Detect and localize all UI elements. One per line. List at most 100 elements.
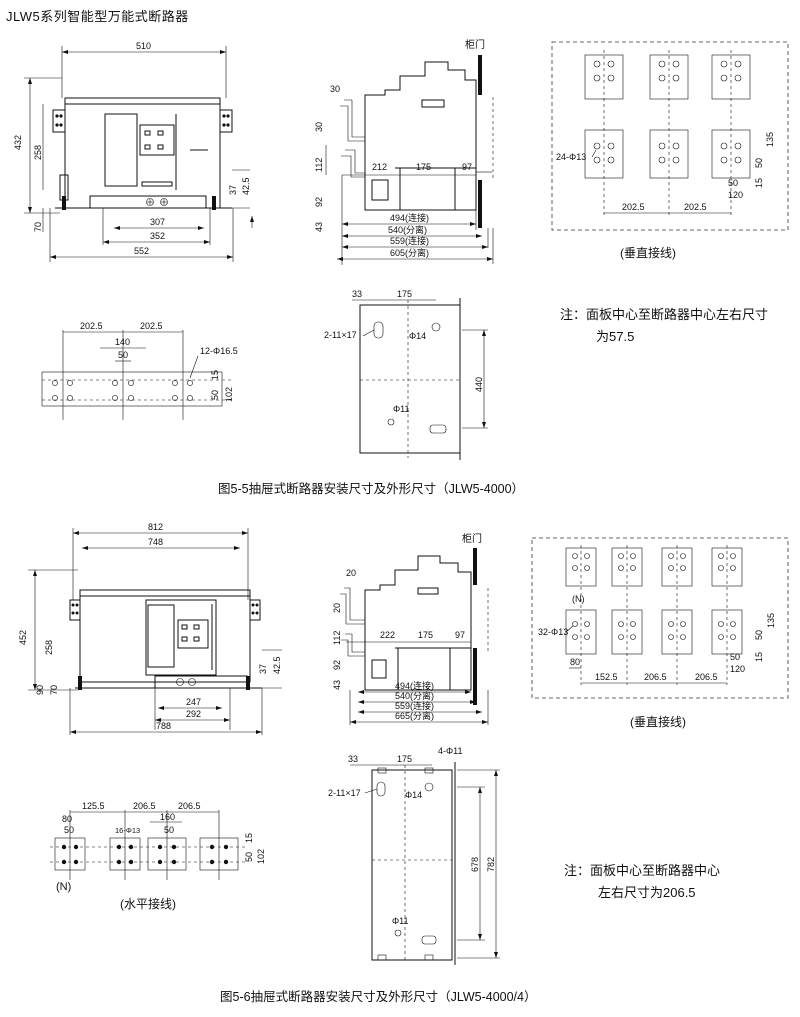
fig2-dim-70: 70 bbox=[49, 685, 59, 695]
fig1-side-dim-559: 559(连接) bbox=[390, 235, 429, 246]
fig2-side-dim-20a: 20 bbox=[346, 568, 356, 578]
fig1-horizontal-wiring: 202.5 202.5 140 50 12-Φ16.5 15 50 102 bbox=[41, 321, 238, 420]
fig1-vert-dim-120: 120 bbox=[728, 190, 743, 200]
fig2-side-dim-540: 540(分离) bbox=[395, 690, 434, 701]
fig2-vert-dim-120: 120 bbox=[730, 664, 745, 674]
fig1-side-dim-30b: 30 bbox=[314, 122, 324, 132]
fig2-note-line2: 左右尺寸为206.5 bbox=[598, 885, 696, 900]
fig2-horiz-dim-50a: 50 bbox=[64, 825, 74, 835]
fig1-horiz-dim-202-5b: 202.5 bbox=[140, 321, 163, 331]
fig1-dim-258: 258 bbox=[33, 145, 43, 160]
fig2-vertical-wiring: (N) 32-Φ13 80 152.5 206.5 206.5 135 50 1… bbox=[531, 537, 789, 699]
fig2-horiz-dim-15: 15 bbox=[244, 833, 254, 843]
fig1-horiz-dim-102: 102 bbox=[224, 387, 234, 402]
fig2-vert-dim-80: 80 bbox=[570, 657, 580, 667]
fig2-dim-258: 258 bbox=[44, 640, 54, 655]
fig1-vert-dim-50b: 50 bbox=[728, 178, 738, 188]
fig2-caption: 图5-6抽屉式断路器安装尺寸及外形尺寸（JLW5-4000/4） bbox=[220, 990, 537, 1004]
fig2-panel-phi11: Φ11 bbox=[392, 916, 409, 926]
fig2-side-dim-222: 222 bbox=[380, 630, 395, 640]
fig1-panel-slot: 2-11×17 bbox=[324, 330, 357, 340]
fig1-horiz-dim-50b: 50 bbox=[210, 390, 220, 400]
fig1-side-dim-540: 540(分离) bbox=[388, 224, 427, 235]
fig2-horiz-n: (N) bbox=[56, 881, 71, 893]
fig2-side-view: 柜门 20 20 112 92 43 222 175 97 494(连接) 54… bbox=[332, 532, 489, 725]
fig2-dim-247: 247 bbox=[186, 697, 201, 707]
fig2-panel-cutout: 33 175 4-Φ11 2-11×17 Φ14 Φ11 678 782 bbox=[328, 746, 500, 965]
fig1-side-dim-605: 605(分离) bbox=[390, 247, 429, 258]
fig1-dim-432: 432 bbox=[13, 135, 23, 150]
fig1-vert-dim-50: 50 bbox=[754, 158, 764, 168]
fig1-vert-dim-202-5a: 202.5 bbox=[622, 202, 645, 212]
fig1-dim-70: 70 bbox=[33, 222, 43, 232]
fig2-dim-292: 292 bbox=[186, 709, 201, 719]
fig1-front-view: 510 432 258 70 37 42.5 bbox=[13, 41, 254, 262]
fig2-vert-dim-135: 135 bbox=[766, 613, 776, 628]
fig2-vert-dim-206-5a: 206.5 bbox=[644, 672, 667, 682]
fig2-side-dim-97: 97 bbox=[455, 630, 465, 640]
fig2-vert-dim-15: 15 bbox=[754, 652, 764, 662]
fig2-dim-90: 90 bbox=[35, 685, 45, 695]
fig1-panel-phi14: Φ14 bbox=[409, 331, 426, 341]
fig1-vert-dim-202-5b: 202.5 bbox=[684, 202, 707, 212]
fig1-horiz-dim-140: 140 bbox=[115, 337, 130, 347]
fig2-panel-dim-782: 782 bbox=[486, 857, 496, 872]
fig2-panel-holes4: 4-Φ11 bbox=[438, 746, 463, 756]
page-header: JLW5系列智能型万能式断路器 bbox=[6, 9, 189, 24]
fig2-horiz-holes: 16-Φ13 bbox=[115, 826, 140, 835]
fig2-panel-dim-175: 175 bbox=[397, 754, 412, 764]
fig2-horiz-dim-80: 80 bbox=[62, 814, 72, 824]
fig1-dim-37: 37 bbox=[228, 185, 238, 195]
fig1-side-dim-212: 212 bbox=[372, 162, 387, 172]
fig2-vert-dim-50b: 50 bbox=[730, 652, 740, 662]
fig2-panel-slot: 2-11×17 bbox=[328, 788, 361, 798]
fig1-panel-dim-175: 175 bbox=[397, 289, 412, 299]
fig1-caption: 图5-5抽屉式断路器安装尺寸及外形尺寸（JLW5-4000） bbox=[218, 482, 525, 496]
fig1-side-dim-92: 92 bbox=[314, 197, 324, 207]
fig2-horiz-dim-125-5: 125.5 bbox=[82, 801, 105, 811]
fig2-vert-dim-206-5b: 206.5 bbox=[695, 672, 718, 682]
fig2-front-view: 812 748 452 258 90 70 37 42.5 247 bbox=[18, 522, 282, 735]
fig2-vert-n: (N) bbox=[572, 594, 585, 604]
fig2-dim-748: 748 bbox=[148, 537, 163, 547]
fig2-side-dim-92: 92 bbox=[332, 660, 342, 670]
fig2-side-dim-559: 559(连接) bbox=[395, 700, 434, 711]
fig2-dim-812: 812 bbox=[148, 522, 163, 532]
fig1-dim-307: 307 bbox=[150, 217, 165, 227]
fig2-side-dim-20b: 20 bbox=[332, 603, 342, 613]
fig1-horiz-dim-202-5a: 202.5 bbox=[80, 321, 103, 331]
fig1-horiz-holes: 12-Φ16.5 bbox=[200, 346, 238, 356]
fig1-side-dim-97: 97 bbox=[462, 162, 472, 172]
fig2-horizontal-wiring: 125.5 206.5 206.5 80 50 160 50 16-Φ13 15… bbox=[50, 801, 266, 893]
fig2-horiz-dim-206-5a: 206.5 bbox=[133, 801, 156, 811]
fig2-horiz-dim-102: 102 bbox=[256, 849, 266, 864]
fig2-vert-dim-50: 50 bbox=[754, 630, 764, 640]
fig2-panel-dim-678: 678 bbox=[470, 857, 480, 872]
fig1-side-dim-112: 112 bbox=[314, 158, 324, 172]
fig1-vert-dim-15: 15 bbox=[754, 178, 764, 188]
fig1-vert-holes: 24-Φ13 bbox=[556, 152, 586, 162]
fig1-side-view: 柜门 30 30 112 92 43 212 175 97 494(连接) 54… bbox=[314, 38, 494, 265]
fig2-dim-42-5: 42.5 bbox=[272, 656, 282, 674]
fig1-vert-dim-135: 135 bbox=[765, 132, 775, 147]
fig1-dim-352: 352 bbox=[150, 231, 165, 241]
fig1-side-dim-175: 175 bbox=[416, 162, 431, 172]
fig1-side-dim-43: 43 bbox=[314, 222, 324, 232]
fig2-door-label: 柜门 bbox=[462, 532, 482, 545]
fig2-side-dim-494: 494(连接) bbox=[395, 680, 434, 691]
fig2-vert-dim-152-5: 152.5 bbox=[595, 672, 618, 682]
fig2-dim-788: 788 bbox=[156, 721, 171, 731]
fig1-side-dim-30a: 30 bbox=[330, 84, 340, 94]
fig1-vertical-label: (垂直接线) bbox=[620, 246, 676, 260]
fig1-door-label: 柜门 bbox=[465, 38, 485, 51]
fig1-panel-dim-440: 440 bbox=[474, 377, 484, 392]
fig1-horiz-dim-15: 15 bbox=[210, 370, 220, 380]
fig1-panel-cutout: 33 175 2-11×17 Φ14 Φ11 440 bbox=[324, 289, 488, 460]
fig1-dim-42-5: 42.5 bbox=[241, 177, 251, 195]
fig2-side-dim-665: 665(分离) bbox=[395, 710, 434, 721]
fig1-dim-510: 510 bbox=[136, 41, 151, 51]
fig2-panel-phi14: Φ14 bbox=[405, 790, 422, 800]
fig2-horiz-dim-206-5b: 206.5 bbox=[178, 801, 201, 811]
fig2-side-dim-112: 112 bbox=[332, 631, 342, 645]
